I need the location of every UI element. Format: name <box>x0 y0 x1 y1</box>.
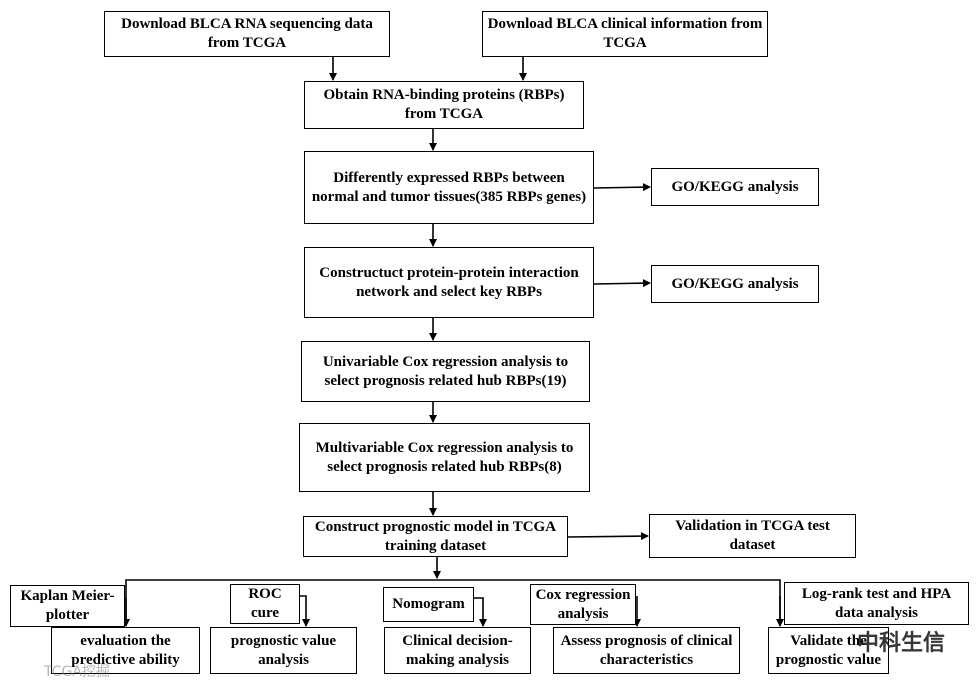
nomogram-box: Nomogram <box>383 587 474 622</box>
tcga-test-validation-label: Validation in TCGA test dataset <box>675 518 830 553</box>
cox-regression-box: Cox regression analysis <box>530 584 636 625</box>
evaluation-label: evaluation the predictive ability <box>71 632 180 668</box>
logrank-hpa-box: Log-rank test and HPA data analysis <box>784 582 969 625</box>
watermark-bottom-left: TCGA挖掘 <box>44 664 110 680</box>
clinical-download-label: Download BLCA clinical information from … <box>487 16 763 51</box>
prognostic-model-box: Construct prognostic model in TCGA train… <box>303 516 568 557</box>
clinical-decision-label: Clinical decision-making analysis <box>402 632 513 668</box>
roc-curve-label: ROC cure <box>248 586 282 621</box>
ppi-network-box: Constructuct protein-protein interaction… <box>304 247 594 318</box>
go-kegg-label-1: GO/KEGG analysis <box>671 178 799 195</box>
assess-prognosis-box: Assess prognosis of clinical characteris… <box>553 627 740 674</box>
arrow-model-to-validation <box>567 532 649 541</box>
validate-prognostic-label: Validate the prognostic value <box>775 632 882 668</box>
kaplan-meier-box: Kaplan Meier-plotter <box>10 585 125 627</box>
arrow-deg-to-go1 <box>593 183 651 192</box>
prognostic-value-analysis-label: prognostic value analysis <box>230 632 337 668</box>
arrow-ppi-to-go2 <box>593 279 651 288</box>
arrow-nomogram-to-decision <box>474 597 487 627</box>
multivariable-cox-label: Multivariable Cox regression analysis to… <box>315 439 574 475</box>
obtain-rbps-box: Obtain RNA-binding proteins (RBPs) from … <box>304 81 584 129</box>
kaplan-meier-label: Kaplan Meier-plotter <box>20 588 115 623</box>
deg-rbps-label: Differently expressed RBPs between norma… <box>311 169 587 205</box>
roc-curve-box: ROC cure <box>230 584 300 624</box>
ppi-network-label: Constructuct protein-protein interaction… <box>319 264 579 300</box>
deg-rbps-box: Differently expressed RBPs between norma… <box>304 151 594 224</box>
obtain-rbps-label: Obtain RNA-binding proteins (RBPs) from … <box>323 87 565 122</box>
clinical-download-box: Download BLCA clinical information from … <box>482 11 768 57</box>
go-kegg-box-2: GO/KEGG analysis <box>651 265 819 303</box>
clinical-decision-box: Clinical decision-making analysis <box>384 627 531 674</box>
prognostic-model-label: Construct prognostic model in TCGA train… <box>314 518 557 554</box>
univariable-cox-box: Univariable Cox regression analysis to s… <box>301 341 590 402</box>
go-kegg-label-2: GO/KEGG analysis <box>671 275 799 292</box>
cox-regression-label: Cox regression analysis <box>535 586 631 622</box>
rna-seq-download-label: Download BLCA RNA sequencing data from T… <box>121 16 373 51</box>
logrank-hpa-label: Log-rank test and HPA data analysis <box>801 585 952 621</box>
univariable-cox-label: Univariable Cox regression analysis to s… <box>322 353 569 389</box>
validate-prognostic-box: Validate the prognostic value <box>768 627 889 674</box>
tcga-test-validation-box: Validation in TCGA test dataset <box>649 514 856 558</box>
nomogram-label: Nomogram <box>392 596 465 612</box>
assess-prognosis-label: Assess prognosis of clinical characteris… <box>560 632 733 668</box>
prognostic-value-analysis-box: prognostic value analysis <box>210 627 357 674</box>
rna-seq-download-box: Download BLCA RNA sequencing data from T… <box>104 11 390 57</box>
watermark-text: 中科生信 <box>856 631 945 656</box>
evaluation-box: evaluation the predictive ability <box>51 627 200 674</box>
go-kegg-box-1: GO/KEGG analysis <box>651 168 819 206</box>
multivariable-cox-box: Multivariable Cox regression analysis to… <box>299 423 590 492</box>
